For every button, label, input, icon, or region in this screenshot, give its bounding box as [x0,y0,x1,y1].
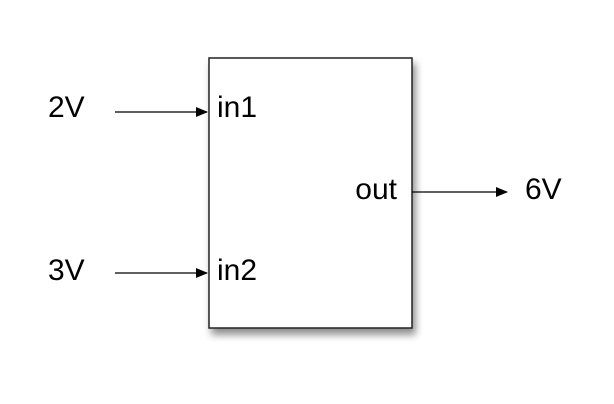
function-block [208,57,413,329]
input-2-value: 3V [48,254,85,287]
input-1-port-label: in1 [217,91,257,124]
output-port-label: out [355,173,397,206]
input-1-value: 2V [48,91,85,124]
output-value: 6V [525,173,562,206]
input-2-port-label: in2 [217,254,257,287]
